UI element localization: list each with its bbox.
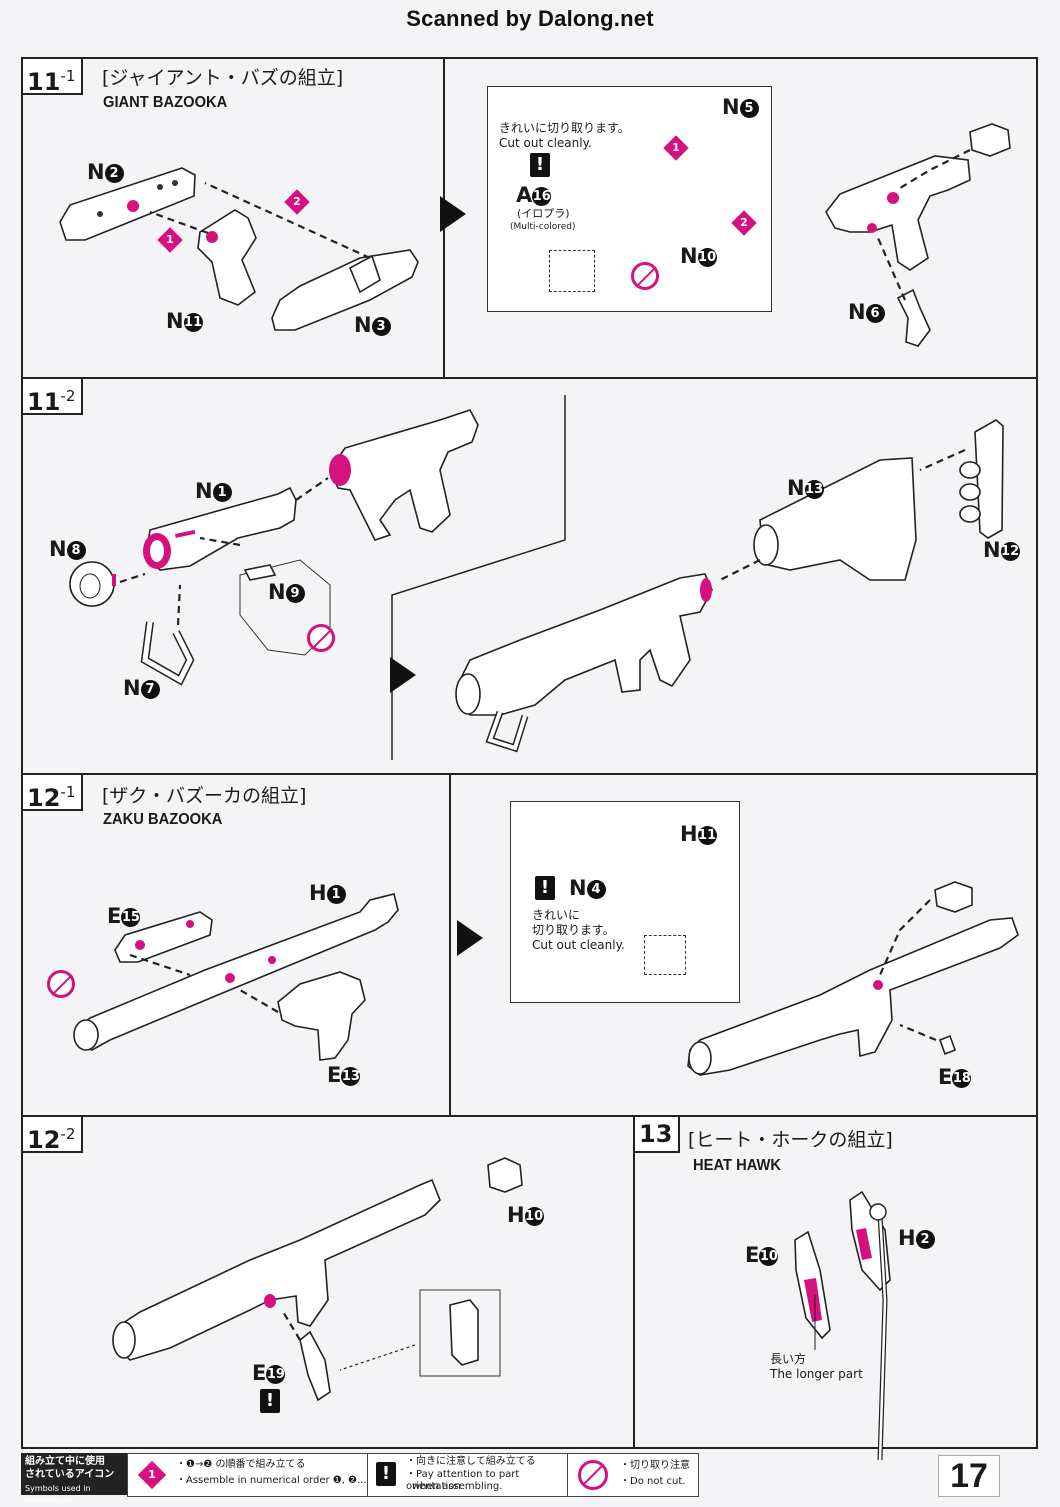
legend-order: 1 ・❶→❷ の順番で組み立てる ・Assemble in numerical …	[127, 1453, 369, 1497]
step-number-12-1: 12-1	[23, 775, 84, 812]
part-label-e15: E15	[107, 904, 141, 928]
cut-note-jp: 切り取ります。	[532, 923, 615, 937]
part-label-n13: N13	[787, 476, 824, 500]
part-label-e19: E19	[252, 1361, 286, 1385]
do-not-cut-icon	[47, 970, 75, 998]
step-title-jp: [ザク・バズーカの組立]	[102, 785, 307, 807]
longer-part-jp: 長い方	[770, 1352, 807, 1366]
cut-note-en: Cut out cleanly.	[499, 136, 592, 150]
legend-orientation: ! ・向きに注意して組み立てる ・Pay attention to part o…	[367, 1453, 569, 1497]
orientation-warning-icon: !	[376, 1462, 396, 1486]
column-divider	[449, 775, 451, 1115]
part-label-n12: N12	[983, 538, 1020, 562]
icons-legend-header: 組み立て中に使用 されているアイコン Symbols used in instr…	[21, 1453, 127, 1505]
step-title-en: ZAKU BAZOOKA	[103, 811, 223, 828]
do-not-cut-icon	[307, 624, 335, 652]
step-title-jp: [ジャイアント・バズの組立]	[102, 67, 344, 89]
part-label-n10: N10	[680, 244, 717, 268]
cut-note-en: Cut out cleanly.	[532, 938, 625, 952]
next-step-arrow	[390, 657, 416, 693]
step-number-12-2: 12-2	[23, 1117, 84, 1154]
step-number-11-1: 11-1	[23, 59, 84, 96]
sprue-detail	[644, 935, 686, 975]
step-number-11-2: 11-2	[23, 379, 84, 416]
step-title-en: HEAT HAWK	[693, 1157, 782, 1174]
column-divider	[633, 1115, 635, 1449]
part-label-a16: A16	[516, 183, 552, 207]
cut-note-jp: きれいに切り取ります。	[499, 121, 630, 135]
row-divider	[21, 773, 1038, 775]
row-divider	[21, 377, 1038, 379]
part-label-e13: E13	[327, 1063, 361, 1087]
scanner-watermark: Scanned by Dalong.net	[406, 6, 654, 31]
do-not-cut-icon	[631, 262, 659, 290]
orientation-warning-icon: !	[260, 1389, 280, 1413]
part-label-h10: H10	[507, 1203, 544, 1227]
longer-part-en: The longer part	[770, 1367, 863, 1381]
page-frame	[21, 57, 1038, 1449]
part-label-e18: E18	[938, 1065, 972, 1089]
part-label-h11: H11	[680, 822, 717, 846]
do-not-cut-icon	[578, 1460, 608, 1490]
legend-do-not-cut: ・切り取り注意 ・Do not cut.	[567, 1453, 699, 1497]
sprue-detail	[549, 250, 595, 292]
next-step-arrow	[440, 196, 466, 232]
order-icon: 1	[137, 1460, 167, 1490]
next-step-arrow	[457, 920, 483, 956]
multi-colored-en: (Multi-colored)	[510, 222, 576, 232]
orientation-warning-icon: !	[535, 876, 555, 900]
multi-colored-jp: (イロプラ)	[517, 207, 570, 220]
step-title-jp: [ヒート・ホークの組立]	[688, 1129, 893, 1151]
part-label-e10: E10	[745, 1243, 779, 1267]
row-divider	[21, 1115, 1038, 1117]
part-label-n11: N11	[166, 309, 203, 333]
step-title-en: GIANT BAZOOKA	[103, 94, 228, 111]
page-number: 17	[938, 1455, 1000, 1497]
cut-note-jp: きれいに	[532, 908, 581, 922]
orientation-warning-icon: !	[530, 153, 550, 177]
step-number-13: 13	[635, 1117, 681, 1153]
